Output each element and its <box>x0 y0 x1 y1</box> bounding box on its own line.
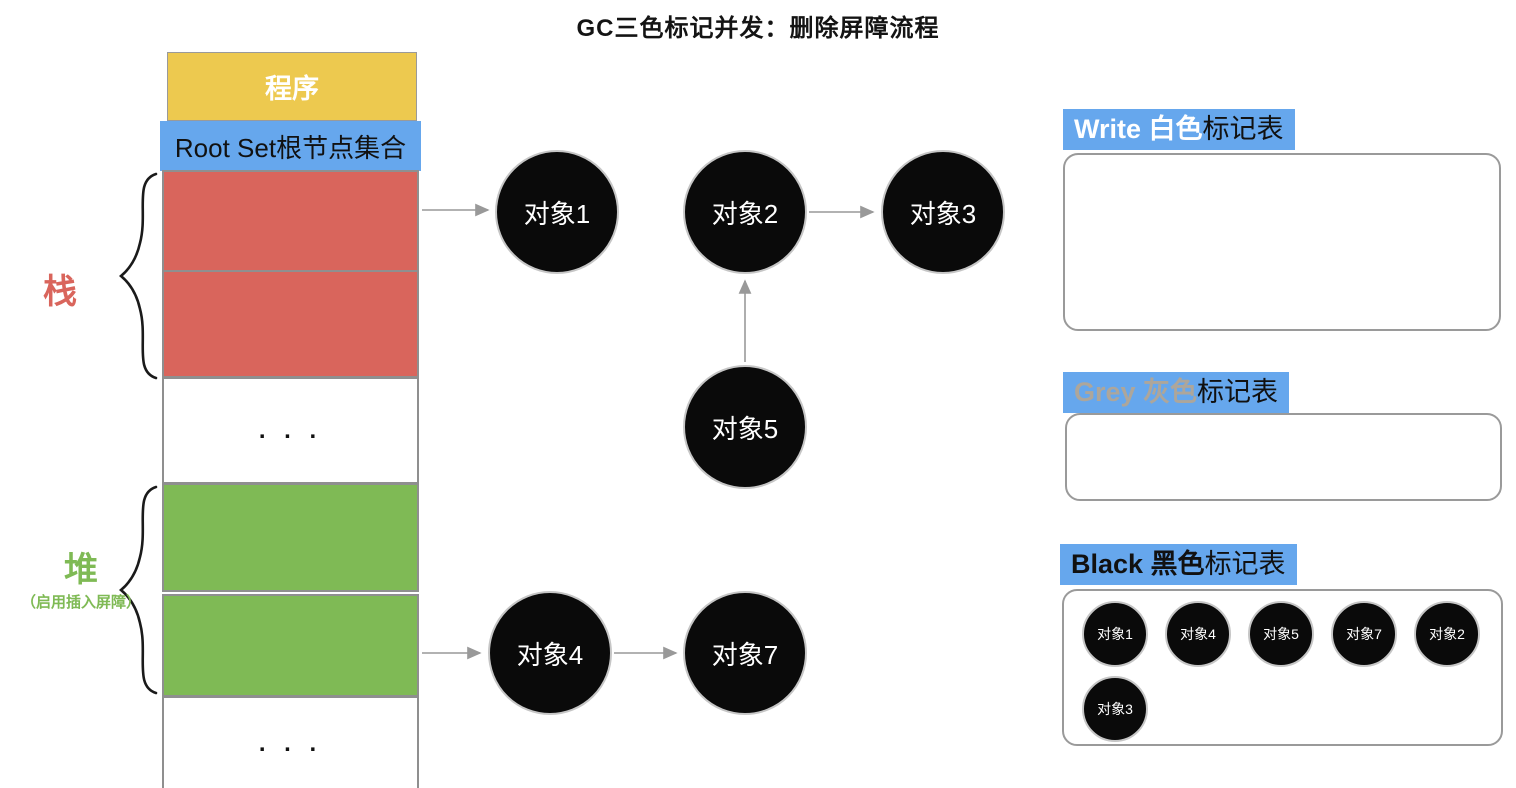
object-node-label: 对象7 <box>711 639 779 670</box>
white-table-box <box>1063 153 1501 331</box>
object-node-7: 对象7 <box>683 591 807 715</box>
object-node-1: 对象1 <box>495 150 619 274</box>
heap-cell-1 <box>162 483 419 592</box>
root-set-label: Root Set根节点集合 <box>174 132 407 163</box>
white-table-title-en: Write 白色 <box>1074 114 1203 144</box>
black-table-title: Black 黑色标记表 <box>1060 544 1297 586</box>
object-node-3: 对象3 <box>881 150 1005 274</box>
black-table-title-cn: 标记表 <box>1204 549 1286 579</box>
memory-ellipsis-cell-1: . . . <box>162 377 419 484</box>
black-table-item-label: 对象2 <box>1429 626 1465 642</box>
ellipsis-text: . . . <box>258 416 323 444</box>
memory-ellipsis-cell-2: . . . <box>162 696 419 788</box>
heap-barrier-note: （启用插入屏障） <box>20 594 141 612</box>
object-node-4: 对象4 <box>488 591 612 715</box>
grey-table-box <box>1065 413 1502 501</box>
object-node-5: 对象5 <box>683 365 807 489</box>
black-table-box: 对象1 对象4 对象5 对象7 对象2 对象3 <box>1062 589 1503 746</box>
black-table-item: 对象1 <box>1082 601 1148 667</box>
black-table-item-label: 对象4 <box>1180 626 1216 642</box>
object-node-label: 对象2 <box>711 198 779 229</box>
black-table-item: 对象5 <box>1248 601 1314 667</box>
black-table-title-en: Black 黑色 <box>1071 549 1205 579</box>
object-node-label: 对象1 <box>523 198 591 229</box>
stack-cell-1 <box>162 170 419 272</box>
grey-table-title-cn: 标记表 <box>1197 377 1279 407</box>
heap-region-label-group: 堆 （启用插入屏障） <box>0 551 162 612</box>
object-node-label: 对象3 <box>909 198 977 229</box>
diagram-title: GC三色标记并发：删除屏障流程 <box>576 15 940 42</box>
black-table-item-label: 对象3 <box>1097 701 1133 717</box>
stack-brace <box>118 172 158 380</box>
black-table-item: 对象3 <box>1082 676 1148 742</box>
object-node-label: 对象5 <box>711 413 779 444</box>
black-table-item: 对象7 <box>1331 601 1397 667</box>
heap-cell-2 <box>162 594 419 697</box>
black-table-item-label: 对象5 <box>1263 626 1299 642</box>
black-table-item: 对象2 <box>1414 601 1480 667</box>
stack-cell-2 <box>162 270 419 378</box>
black-table-item-label: 对象1 <box>1097 626 1133 642</box>
object-node-2: 对象2 <box>683 150 807 274</box>
grey-table-title-en: Grey 灰色 <box>1074 377 1198 407</box>
program-label: 程序 <box>265 74 319 104</box>
white-table-title-cn: 标记表 <box>1202 114 1284 144</box>
heap-region-label: 堆 <box>64 551 98 589</box>
object-node-label: 对象4 <box>516 639 584 670</box>
ellipsis-text: . . . <box>258 729 323 757</box>
grey-table-title: Grey 灰色标记表 <box>1063 372 1290 414</box>
black-table-item-label: 对象7 <box>1346 626 1382 642</box>
program-box: 程序 <box>167 52 417 121</box>
white-table-title: Write 白色标记表 <box>1063 109 1295 151</box>
stack-region-label: 栈 <box>43 273 77 311</box>
heap-brace <box>118 485 158 695</box>
root-set-box: Root Set根节点集合 <box>160 121 421 171</box>
black-table-item: 对象4 <box>1165 601 1231 667</box>
